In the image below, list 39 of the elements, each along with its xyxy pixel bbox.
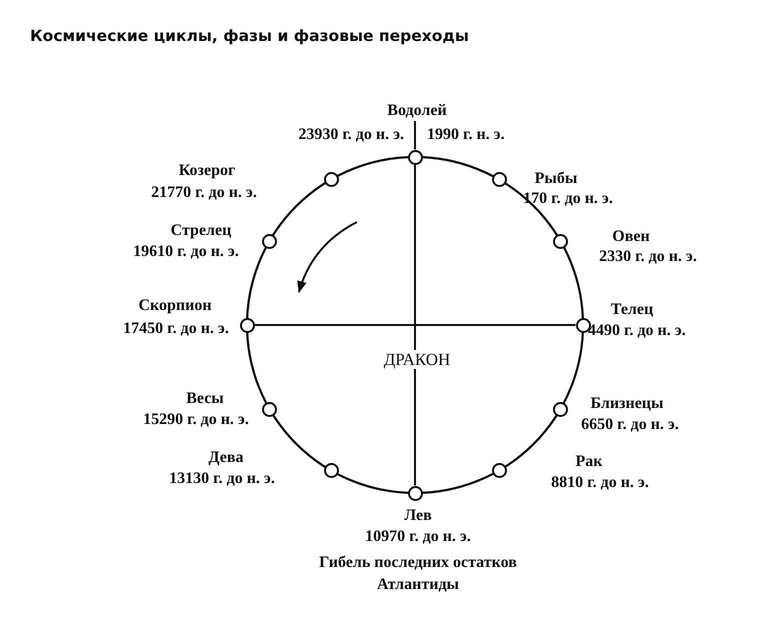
date-label: 10970 г. до н. э.: [365, 529, 471, 545]
sign-name: Козерог: [178, 163, 236, 179]
marker-circle: [324, 462, 338, 478]
marker-circle: [408, 150, 422, 164]
marker-circle: [492, 462, 506, 478]
marker-circle: [240, 318, 254, 332]
date-label: 19610 г. до н. э.: [133, 244, 239, 260]
date-label: 23930 г. до н. э.: [298, 127, 404, 143]
sign-name: Рак: [576, 454, 602, 470]
marker-circle: [552, 234, 568, 248]
date-label: 21770 г. до н. э.: [151, 185, 257, 201]
marker-circle: [492, 172, 506, 187]
date-label: 15290 г. до н. э.: [143, 412, 249, 428]
sign-name: Стрелец: [170, 223, 232, 239]
sign-name: Лев: [404, 508, 432, 524]
axis-line: [254, 324, 576, 326]
date-label: 2330 г. до н. э.: [599, 249, 697, 265]
marker-circle: [408, 486, 422, 500]
marker-circle: [552, 402, 568, 416]
marker-circle: [324, 172, 338, 187]
date-label: 6650 г. до н. э.: [581, 417, 679, 433]
sign-name: Близнецы: [590, 396, 664, 412]
date-label: 17450 г. до н. э.: [123, 321, 229, 337]
date-label: 13130 г. до н. э.: [169, 471, 275, 487]
note-text: Гибель последних остатков Атлантиды: [318, 553, 518, 596]
sign-name: Дева: [208, 450, 244, 466]
sign-name: Рыбы: [534, 171, 578, 187]
sign-name: Скорпион: [138, 298, 212, 314]
sign-name: Овен: [612, 229, 650, 245]
sign-name: Весы: [186, 391, 224, 407]
date-label: 4490 г. до н. э.: [588, 323, 686, 339]
sign-name: Телец: [610, 302, 654, 318]
date-label: 8810 г. до н. э.: [551, 475, 649, 491]
date-label: 1990 г. н. э.: [427, 127, 505, 143]
diagram-title: Космические циклы, фазы и фазовые переходы: [30, 27, 469, 45]
sign-name: Водолей: [387, 103, 447, 119]
axis-line: [414, 164, 416, 486]
marker-circle: [262, 402, 277, 416]
marker-circle: [262, 234, 277, 248]
